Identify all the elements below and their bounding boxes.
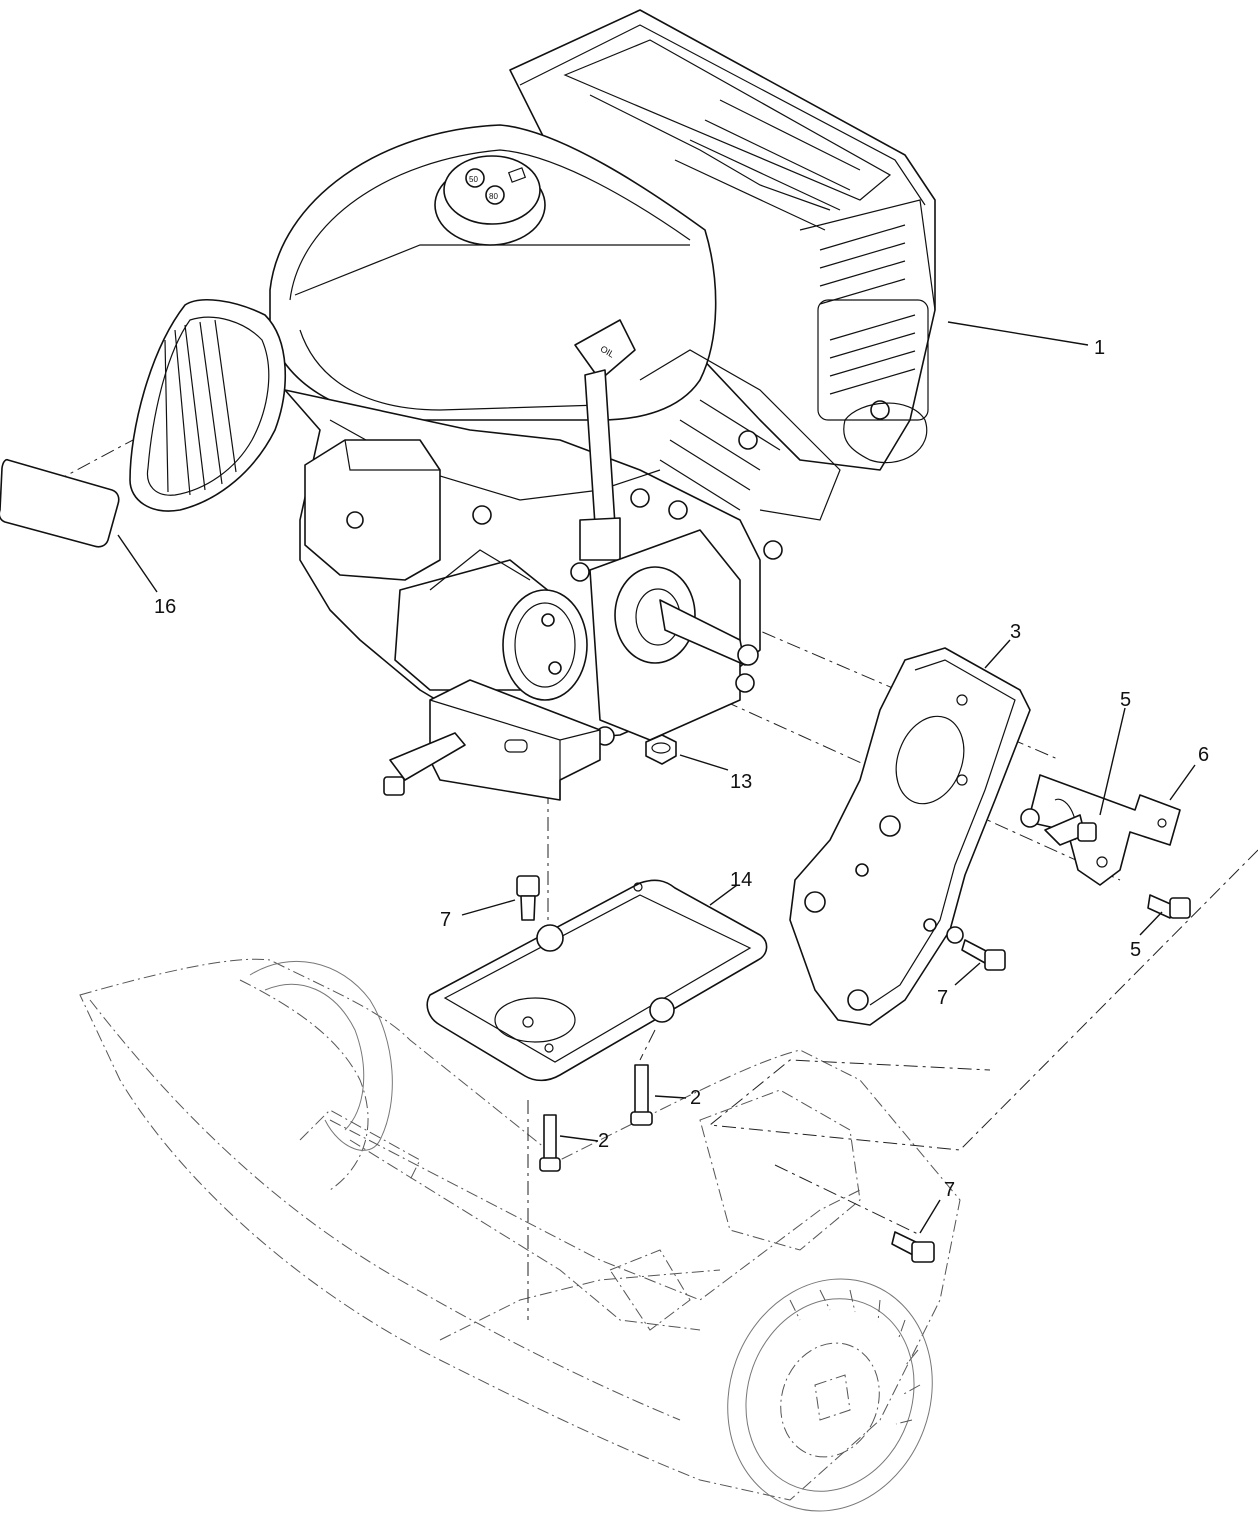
- engine-assembly: 50 80 OIL: [129, 9, 936, 801]
- fuel-cap: 50 80: [434, 155, 546, 246]
- leader-lines: [117, 321, 1196, 1234]
- callout-7-plate: 7: [440, 909, 452, 931]
- bolt-5-upper: [1044, 814, 1097, 846]
- callout-3: 3: [1010, 621, 1022, 643]
- electric-starter: [394, 549, 588, 701]
- callout-7-chassis: 7: [944, 1179, 956, 1201]
- cap-label-bottom: 80: [489, 192, 498, 201]
- bolt-2-front: [539, 1114, 561, 1172]
- bolt-7-bracket: [961, 939, 1006, 971]
- callout-2-rear: 2: [690, 1087, 702, 1109]
- callout-7-bracket: 7: [937, 987, 949, 1009]
- engine-bolts: [472, 430, 783, 746]
- engine-mounting-bracket: [789, 647, 1031, 1026]
- nut: [645, 734, 677, 765]
- bolt-7-chassis: [891, 1231, 935, 1263]
- bolt-5-lower: [1147, 894, 1191, 919]
- callout-2-front: 2: [598, 1130, 610, 1152]
- callout-16: 16: [154, 596, 177, 618]
- callout-14: 14: [730, 869, 753, 891]
- callout-1: 1: [1094, 337, 1106, 359]
- callout-5-upper: 5: [1120, 689, 1132, 711]
- bolt-2-rear: [630, 1064, 653, 1126]
- engine-mounting-plate: [426, 879, 768, 1082]
- oil-dipstick: OIL: [574, 319, 636, 561]
- callout-13: 13: [730, 771, 753, 793]
- callout-5-lower: 5: [1130, 939, 1142, 961]
- ghost-chassis: [79, 958, 961, 1512]
- decal: [0, 458, 120, 548]
- cap-label-top: 50: [469, 175, 478, 184]
- bolt-7-plate: [516, 875, 540, 921]
- recoil-start-handle: [129, 299, 287, 512]
- air-vent-grille: [817, 224, 929, 421]
- callout-6: 6: [1198, 744, 1210, 766]
